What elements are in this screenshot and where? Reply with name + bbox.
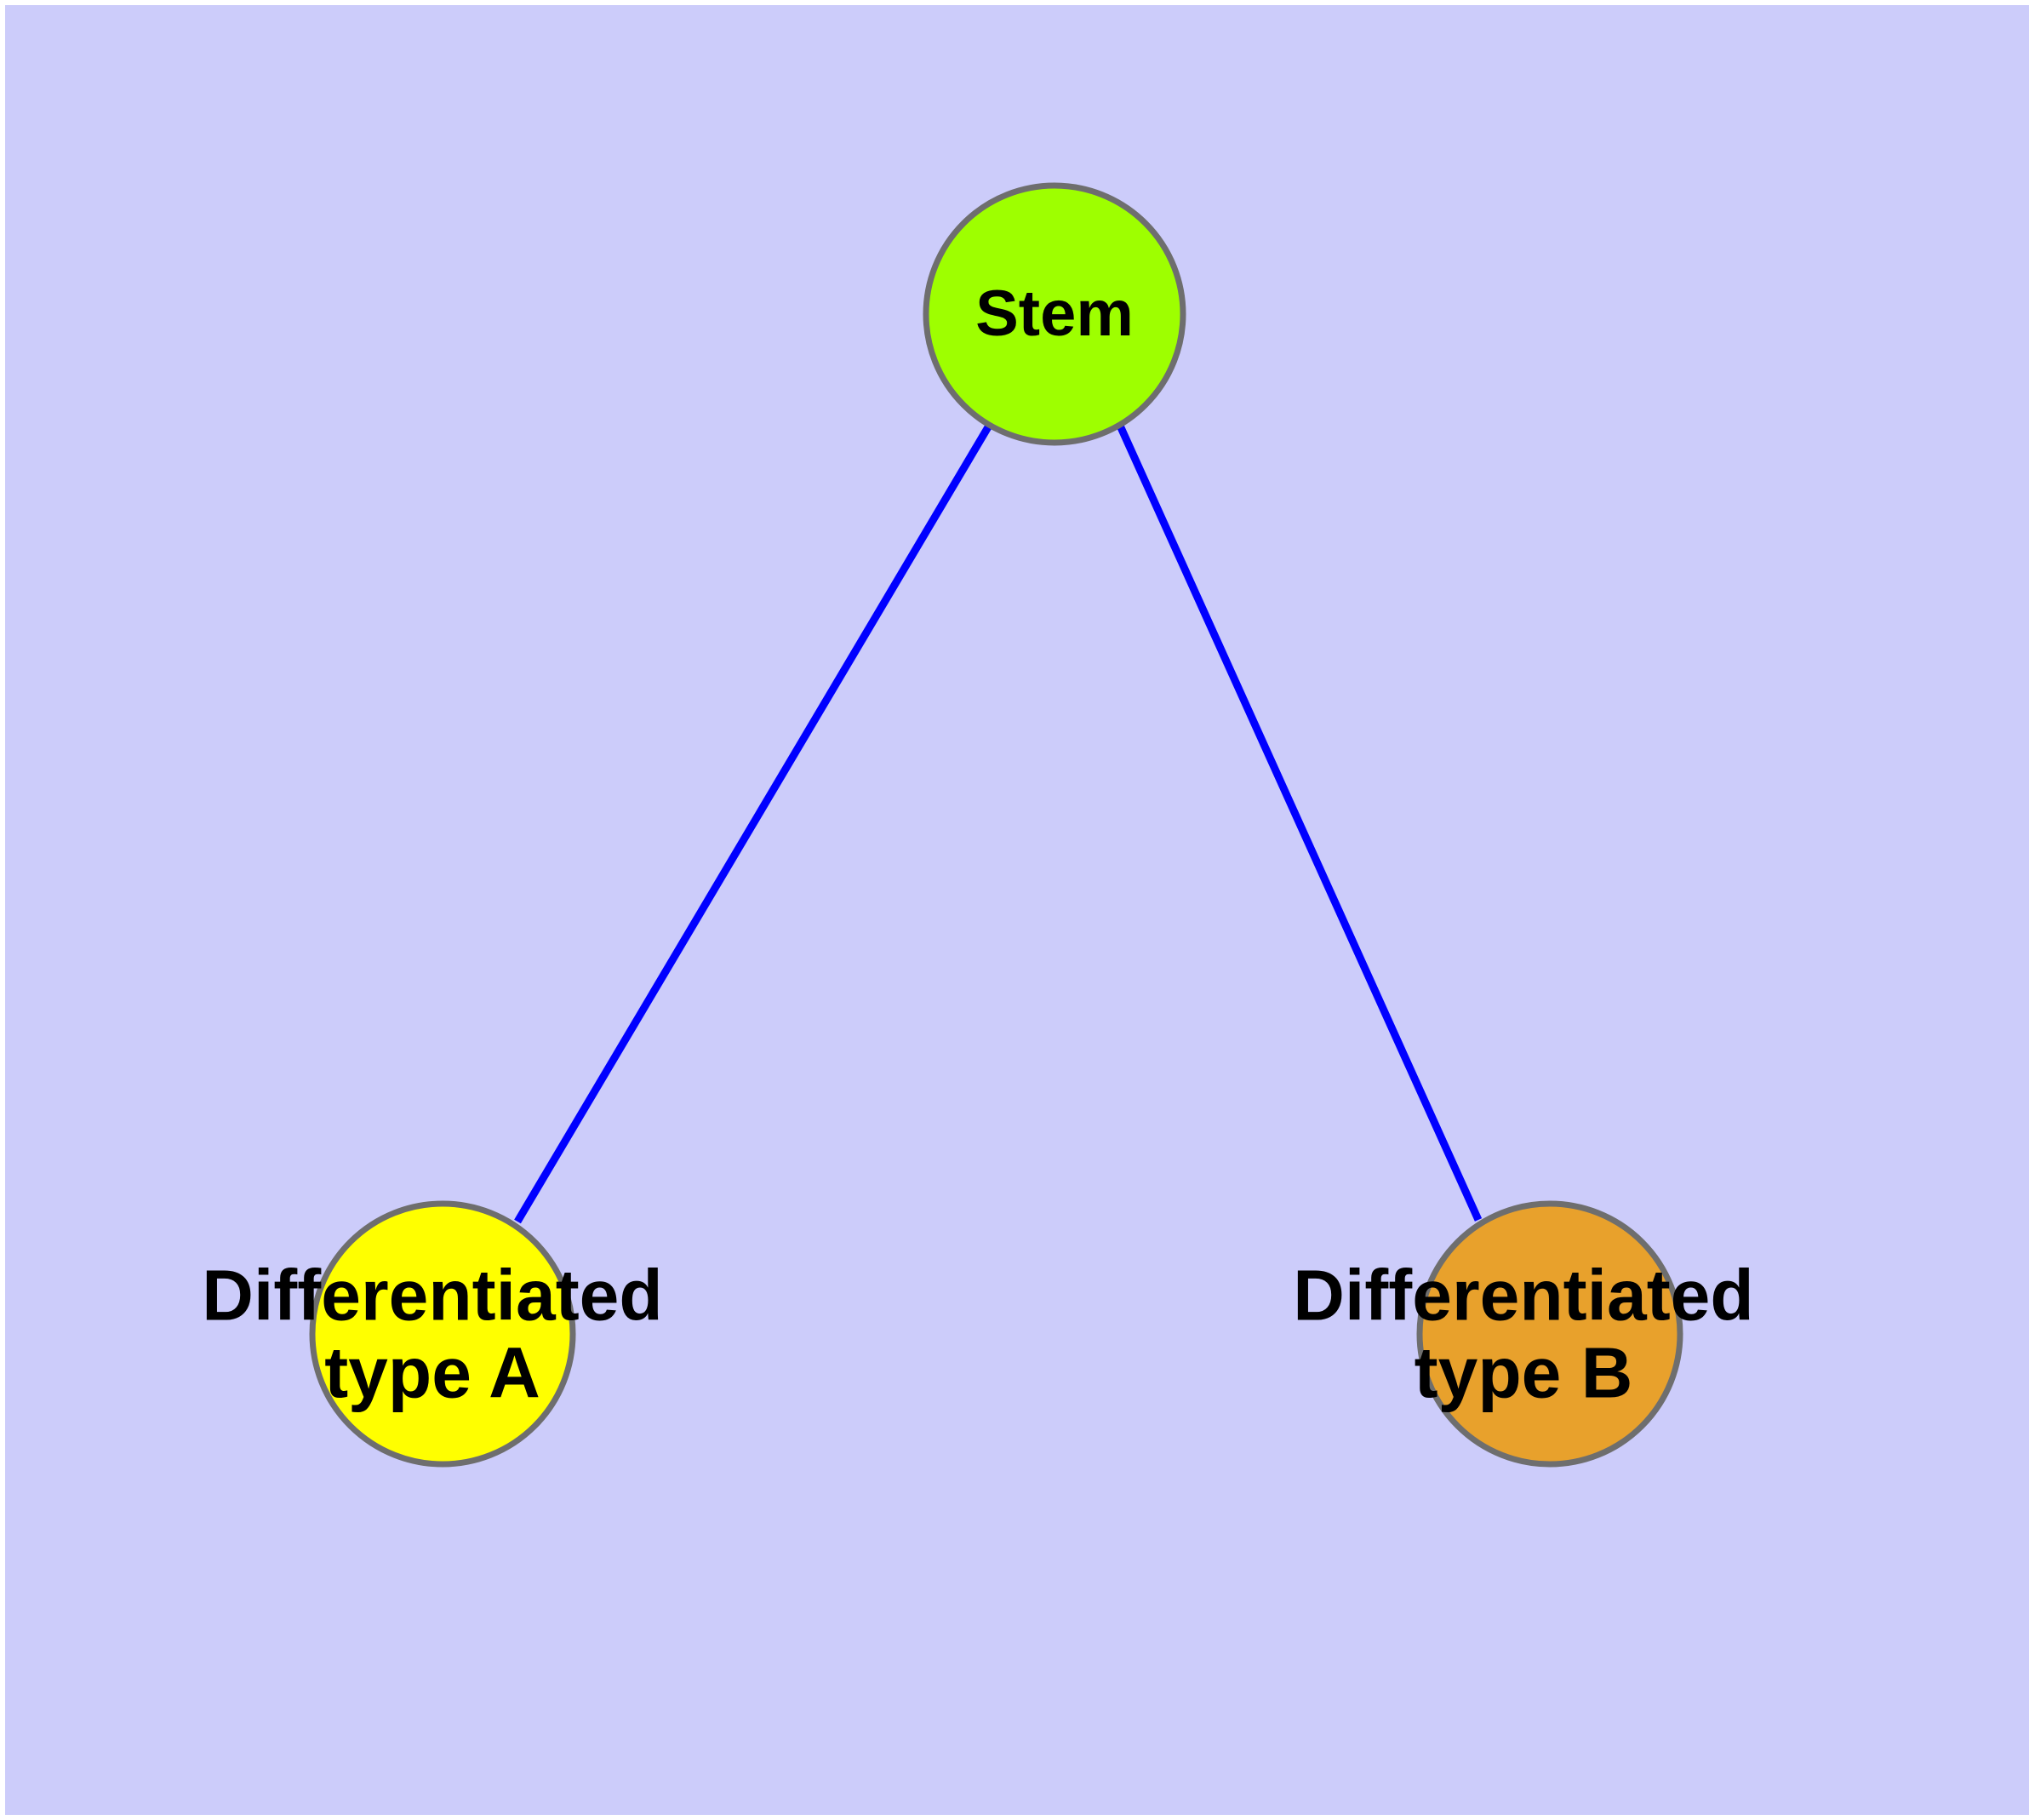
- node-differentiated-type-b[interactable]: [1416, 1200, 1683, 1468]
- edge-stem-to-differentiated-a: [514, 423, 992, 1224]
- nodes-group: [309, 182, 1683, 1468]
- edges-group: [514, 423, 1483, 1224]
- node-stem[interactable]: [923, 182, 1186, 446]
- node-differentiated-type-a[interactable]: [309, 1200, 576, 1468]
- edge-stem-to-differentiated-b: [1116, 424, 1483, 1222]
